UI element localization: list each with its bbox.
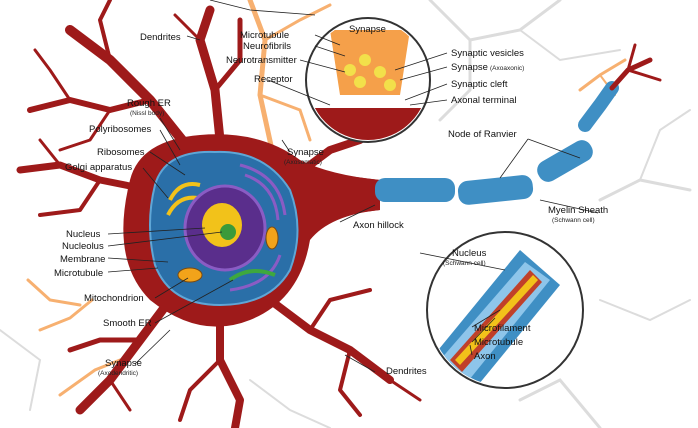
label-node-of-ranvier: Node of Ranvier [448,129,517,140]
axon-hillock [300,170,380,220]
label-axonal-terminal: Axonal terminal [451,95,516,106]
label-microfilament: Microfilament [474,323,531,334]
label-nucleus: Nucleus [66,229,101,240]
axon-myelin [375,81,619,205]
label-rough-er-sub: (Nissl body) [130,110,164,117]
label-synapse-axoaxonic-sub: (Axoaxonic) [490,65,524,72]
label-synapse-axoaxonic: Synapse [451,62,488,73]
mitochondrion-2 [265,226,279,250]
nucleolus [220,224,236,240]
label-myelin-sheath-sub: (Schwann cell) [552,217,595,224]
label-synaptic-cleft: Synaptic cleft [451,79,508,90]
label-synapse-axodendritic-sub: (Axodendritic) [98,370,138,377]
label-synapse-axosomatic-sub: (Axosomatic) [284,159,322,166]
leader-lines [107,0,599,373]
label-receptor: Receptor [254,74,293,85]
label-axon: Axon [474,351,496,362]
label-polyribosomes: Polyribosomes [89,124,152,135]
label-ribosomes: Ribosomes [97,147,145,158]
label-microtubule-left: Microtubule [54,268,103,279]
label-synaptic-vesicles: Synaptic vesicles [451,48,524,59]
synapse-inset [305,17,431,143]
label-golgi: Golgi apparatus [65,162,132,173]
label-synapse-circle: Synapse [349,24,386,35]
label-schwann-nucleus-sub: (Schwann cell) [443,260,486,267]
label-schwann-nucleus: Nucleus [452,248,487,259]
nucleus-inner [202,203,242,247]
golgi-apparatus [166,182,201,216]
label-dendrites-bottom: Dendrites [386,366,427,377]
label-smooth-er: Smooth ER [103,318,152,329]
orange-dendrites [26,0,627,397]
label-synapse-axodendritic: Synapse [105,358,142,369]
smooth-er [228,269,276,282]
label-synapse-axosomatic: Synapse [287,147,324,158]
red-dendrites [16,0,422,428]
label-microtubule-axon: Microtubule [474,337,523,348]
label-microtubule-top: Microtubule [240,30,289,41]
label-axon-hillock: Axon hillock [353,220,404,231]
label-rough-er: Rough ER [127,98,171,109]
label-nucleolus: Nucleolus [62,241,104,252]
mitochondrion [177,267,203,283]
rough-er [229,163,287,292]
axon-inset [426,231,584,389]
label-neurotransmitter: Neurotransmitter [226,55,297,66]
label-mitochondrion: Mitochondrion [84,293,144,304]
labels: Dendrites Rough ER (Nissl body) Polyribo… [54,24,608,377]
label-neurofibrils: Neurofibrils [243,41,291,52]
axon-terminal [609,43,662,91]
label-myelin-sheath: Myelin Sheath [548,205,608,216]
label-dendrites-top: Dendrites [140,32,181,43]
label-membrane: Membrane [60,254,105,265]
